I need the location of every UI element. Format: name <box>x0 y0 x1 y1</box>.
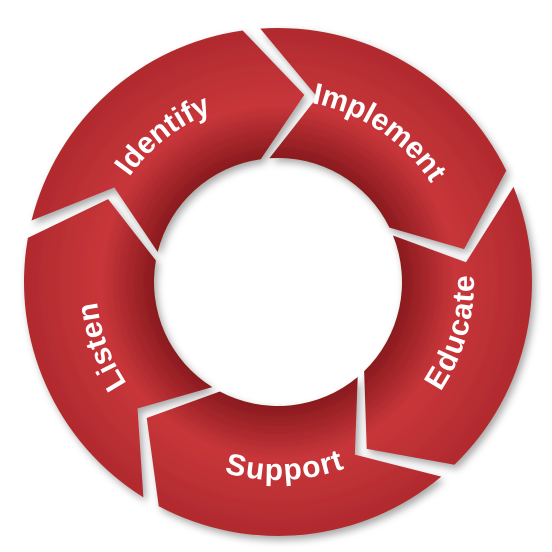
segment-educate <box>364 186 532 465</box>
segment-implement <box>260 28 507 250</box>
segment-listen <box>24 199 213 498</box>
cycle-segments <box>24 28 532 537</box>
segment-support <box>146 376 442 537</box>
segment-identify <box>31 30 305 252</box>
